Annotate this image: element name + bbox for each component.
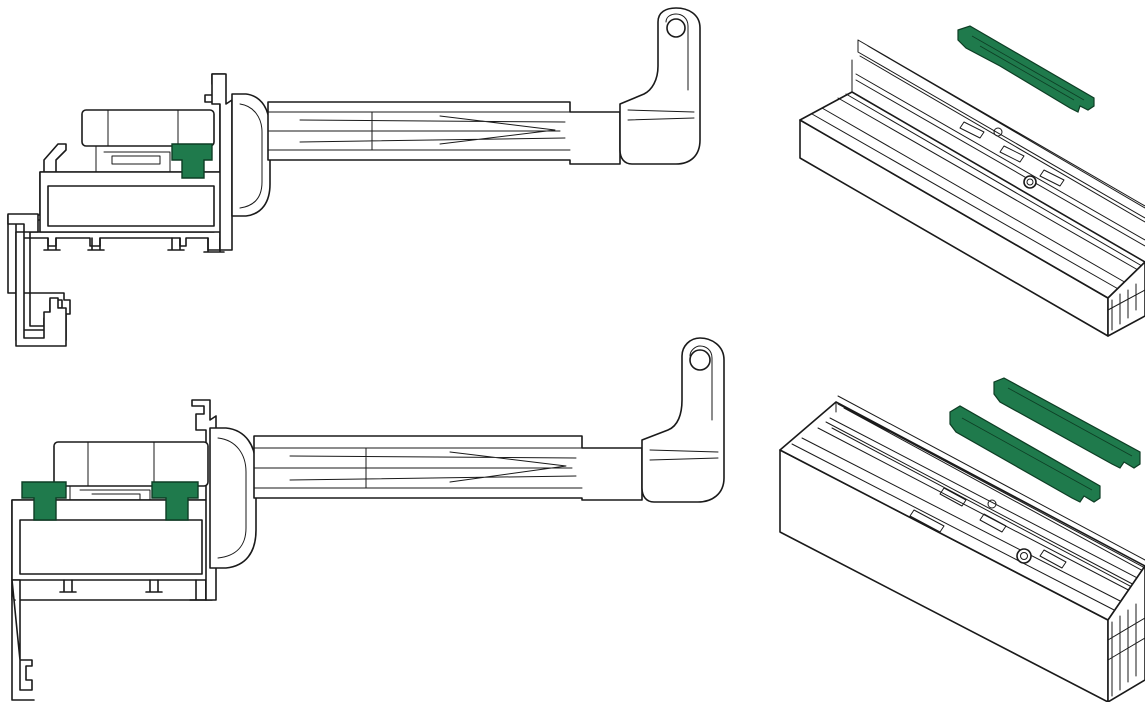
arm-hub-inner-2: [217, 437, 247, 559]
arm-elbow: [619, 7, 701, 165]
rail-green-insert-detail-2: [961, 387, 1133, 491]
rail-green-insert: [957, 25, 1095, 113]
pivot-hole-2: [689, 349, 711, 371]
arm-elbow-detail-2: [649, 345, 719, 461]
arm-taper-lines: [267, 111, 571, 151]
rail-hole-2: [987, 499, 997, 509]
arm-hub: [231, 93, 271, 217]
rail-slots-2: [909, 487, 1067, 569]
arm-elbow-2: [641, 337, 725, 503]
pivot-hole: [666, 18, 686, 38]
isometric-rail-double: [779, 377, 1145, 702]
rail-end-detail-2: [1107, 603, 1145, 697]
rail-green-insert-detail: [971, 35, 1085, 101]
frame-feet: [43, 237, 225, 253]
rail-top-lines: [811, 39, 1145, 291]
frame-lower-leg: [7, 213, 67, 347]
frame-left-lip: [43, 143, 67, 173]
rail-bolt: [1023, 175, 1037, 189]
rail-end-detail: [1107, 283, 1145, 331]
frame-channel-inner-2: [19, 519, 203, 575]
frame-lower-leg-2: [11, 579, 35, 701]
rail-top-lines-2: [791, 395, 1145, 613]
arm-hub-2: [209, 427, 257, 569]
cross-section-single-insert: [7, 7, 701, 347]
rail-green-insert-front: [949, 405, 1101, 503]
carrier-block-2: [53, 441, 209, 487]
rail-bolt-inner-2: [1020, 552, 1028, 560]
rail-end-profile: [1107, 261, 1145, 337]
green-insert: [171, 143, 213, 179]
rail-bolt-2: [1016, 548, 1032, 564]
green-insert-right: [151, 481, 199, 521]
green-insert-left: [21, 481, 67, 521]
isometric-rail-single: [799, 25, 1145, 337]
frame-channel-inner: [47, 185, 215, 227]
carrier-detail: [95, 109, 179, 173]
arm-hub-inner: [239, 103, 263, 209]
arm-taper-lines-2: [253, 447, 583, 489]
rail-hole: [993, 127, 1003, 137]
rail-bolt-inner: [1026, 178, 1034, 186]
cross-section-double-insert: [11, 337, 725, 701]
arm-body: [267, 101, 621, 165]
carrier-block: [81, 109, 215, 147]
rail-top-2: [779, 401, 1145, 621]
frame-right-post: [211, 73, 233, 251]
arm-elbow-detail: [627, 13, 695, 121]
carrier-detail-2: [69, 441, 155, 501]
rail-slots: [959, 121, 1065, 187]
